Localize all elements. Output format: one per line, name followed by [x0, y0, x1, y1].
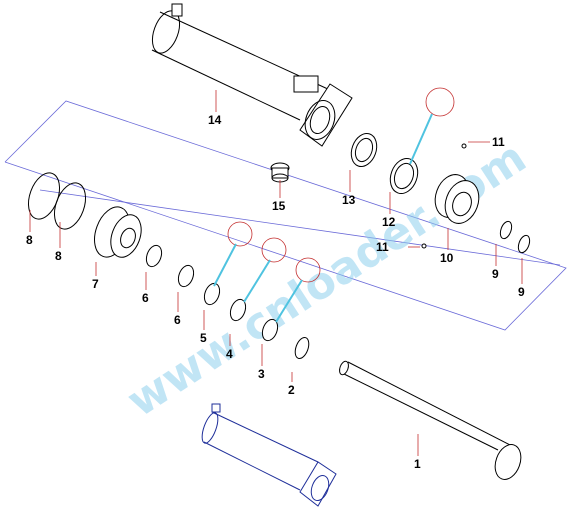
piston-rod — [339, 360, 522, 480]
label-6b: 6 — [142, 291, 149, 305]
label-8a: 8 — [55, 249, 62, 263]
wiper-6b — [177, 264, 195, 288]
ring-2 — [294, 336, 310, 360]
cylinder-head — [94, 206, 142, 258]
assembled-cylinder-view — [201, 403, 337, 507]
o-ring-8b — [53, 182, 87, 230]
label-5: 5 — [200, 331, 207, 345]
label-8b: 8 — [26, 233, 33, 247]
label-11b: 11 — [376, 240, 389, 254]
label-6a: 6 — [174, 313, 181, 327]
label-13: 13 — [342, 193, 356, 207]
ring-9a — [499, 220, 513, 240]
label-2: 2 — [288, 383, 295, 397]
seal-5 — [203, 282, 221, 306]
bushing-13 — [350, 133, 378, 167]
label-7: 7 — [92, 277, 99, 291]
seal-4 — [229, 298, 247, 322]
part-number-labels: 1 2 3 4 5 6 6 7 8 8 9 9 10 11 11 12 13 1… — [26, 113, 525, 471]
seal-3 — [261, 318, 279, 342]
label-1: 1 — [414, 457, 421, 471]
cylinder-barrel — [151, 3, 353, 147]
label-10: 10 — [440, 251, 454, 265]
label-15: 15 — [272, 199, 286, 213]
wiper-6a — [145, 244, 163, 268]
label-3: 3 — [258, 367, 265, 381]
bushing-12 — [389, 158, 419, 194]
ring-9b — [517, 234, 531, 254]
breather-plug — [270, 162, 290, 183]
label-11a: 11 — [492, 135, 505, 149]
piston — [434, 174, 480, 224]
set-screw-lower — [421, 243, 427, 249]
label-14: 14 — [208, 113, 222, 127]
label-12: 12 — [382, 215, 396, 229]
seal-section-callouts — [213, 87, 455, 323]
label-9a: 9 — [492, 267, 499, 281]
label-4: 4 — [226, 347, 233, 361]
set-screw-upper — [461, 143, 467, 149]
leader-lines — [29, 90, 523, 456]
assembly-outline — [4, 100, 567, 331]
label-9b: 9 — [518, 285, 525, 299]
